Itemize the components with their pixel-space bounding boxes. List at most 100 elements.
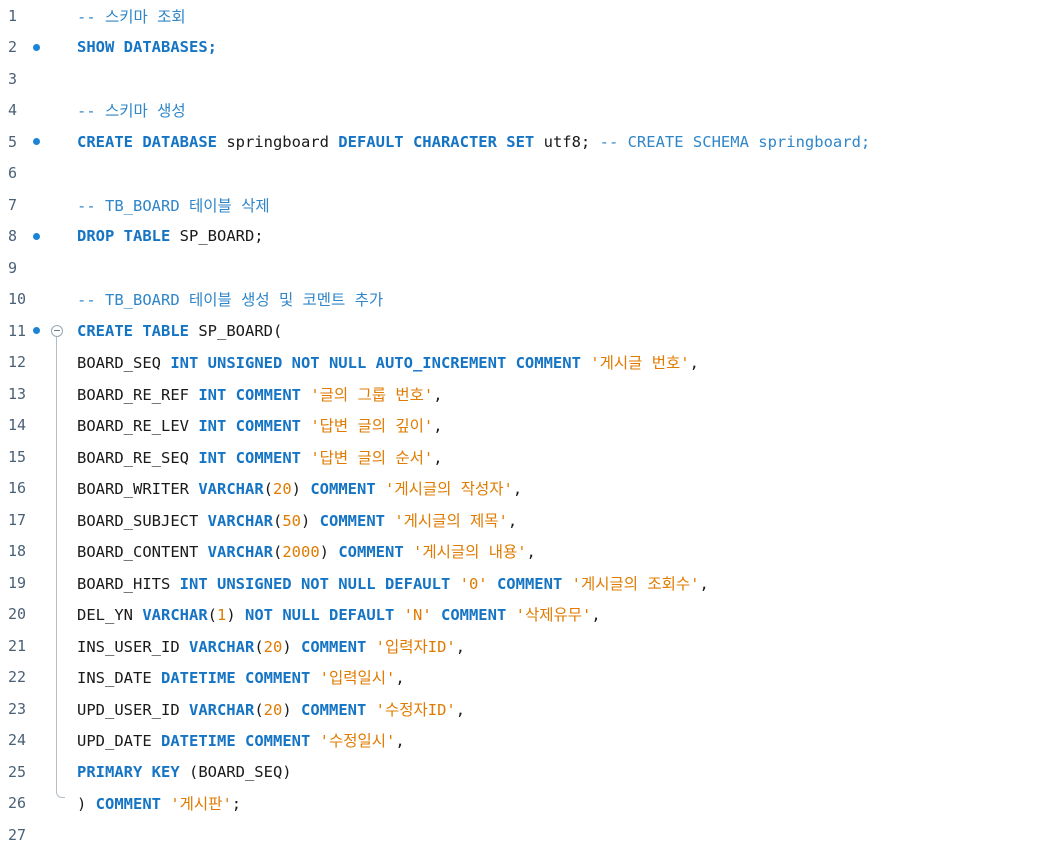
- code-text: BOARD_SEQ INT UNSIGNED NOT NULL AUTO_INC…: [77, 351, 699, 373]
- code-token: '게시판': [170, 795, 232, 814]
- line-number: 8: [8, 227, 18, 246]
- code-line[interactable]: 1 -- 스키마 조회: [0, 0, 1039, 32]
- line-number: 23: [8, 699, 27, 718]
- line-number: 5: [8, 132, 18, 151]
- code-token: '게시글 번호': [590, 354, 690, 373]
- line-number: 25: [8, 762, 27, 781]
- breakpoint-dot-icon[interactable]: [33, 43, 40, 51]
- code-text: BOARD_RE_REF INT COMMENT '글의 그룹 번호',: [77, 383, 443, 405]
- code-token: '게시글의 내용': [412, 543, 527, 562]
- code-token: VARCHAR: [207, 543, 273, 562]
- code-token: ): [301, 511, 320, 530]
- code-token: DATETIME COMMENT: [161, 732, 320, 751]
- line-number: 15: [8, 447, 27, 466]
- code-token: ,: [395, 732, 405, 751]
- code-token: BOARD_HITS: [77, 574, 180, 593]
- line-number: 24: [8, 731, 27, 750]
- line-number: 17: [8, 510, 27, 529]
- code-token: ): [282, 637, 301, 656]
- code-token: ,: [699, 574, 709, 593]
- code-text: BOARD_WRITER VARCHAR(20) COMMENT '게시글의 작…: [77, 477, 522, 499]
- code-token: BOARD_RE_LEV: [77, 417, 199, 436]
- code-line[interactable]: 26) COMMENT '게시판';: [0, 788, 1039, 820]
- code-token: 50: [282, 511, 301, 530]
- code-token: -- TB_BOARD 테이블 삭제: [77, 196, 270, 215]
- code-token: INS_USER_ID: [77, 637, 189, 656]
- line-number: 14: [8, 416, 27, 435]
- code-text: INS_DATE DATETIME COMMENT '입력일시',: [77, 666, 405, 688]
- code-line[interactable]: 7-- TB_BOARD 테이블 삭제: [0, 189, 1039, 221]
- code-token: INT UNSIGNED NOT NULL DEFAULT: [179, 574, 460, 593]
- code-token: -- 스키마 조회: [77, 7, 186, 26]
- fold-collapse-icon[interactable]: [51, 324, 63, 337]
- code-line[interactable]: 10-- TB_BOARD 테이블 생성 및 코멘트 추가: [0, 284, 1039, 316]
- code-token: SP_BOARD;: [179, 227, 264, 246]
- code-token: DEL_YN: [77, 606, 143, 625]
- code-token: DROP TABLE: [77, 227, 180, 246]
- code-token: BOARD_WRITER: [77, 480, 199, 499]
- code-token: ;: [231, 795, 242, 814]
- code-token: COMMENT: [301, 700, 376, 719]
- code-token: BOARD_RE_REF: [77, 385, 199, 404]
- breakpoint-dot-icon[interactable]: [33, 327, 40, 335]
- code-token: VARCHAR: [198, 480, 264, 499]
- code-token: INT UNSIGNED NOT NULL AUTO_INCREMENT COM…: [170, 354, 591, 373]
- code-line[interactable]: 16 BOARD_WRITER VARCHAR(20) COMMENT '게시글의…: [0, 473, 1039, 505]
- code-line[interactable]: 17 BOARD_SUBJECT VARCHAR(50) COMMENT '게시글…: [0, 504, 1039, 536]
- code-text: -- TB_BOARD 테이블 삭제: [77, 194, 270, 216]
- code-token: (: [254, 700, 264, 719]
- code-token: VARCHAR: [188, 700, 255, 719]
- code-token: '게시글의 조회수': [571, 574, 700, 593]
- code-line[interactable]: 4 -- 스키마 생성: [0, 95, 1039, 127]
- code-line[interactable]: 6: [0, 158, 1039, 190]
- line-number: 20: [8, 605, 27, 624]
- code-token: '수정자ID': [375, 700, 456, 719]
- line-number: 2: [8, 38, 18, 57]
- code-line[interactable]: 20 DEL_YN VARCHAR(1) NOT NULL DEFAULT 'N'…: [0, 599, 1039, 631]
- code-token: -- TB_BOARD 테이블 생성 및 코멘트 추가: [77, 291, 384, 310]
- code-line[interactable]: 3: [0, 63, 1039, 95]
- code-token: -- 스키마 생성: [77, 102, 186, 121]
- code-token: BOARD_SUBJECT: [77, 511, 208, 530]
- code-text: BOARD_SUBJECT VARCHAR(50) COMMENT '게시글의 …: [77, 509, 517, 531]
- code-token: '게시글의 작성자': [385, 480, 513, 499]
- line-number: 16: [8, 479, 27, 498]
- code-text: DEL_YN VARCHAR(1) NOT NULL DEFAULT 'N' C…: [77, 603, 601, 625]
- breakpoint-dot-icon[interactable]: [33, 232, 40, 240]
- code-token: ): [77, 795, 96, 814]
- code-token: ,: [591, 606, 601, 625]
- code-token: ,: [512, 480, 523, 499]
- code-token: (: [272, 543, 283, 562]
- code-token: NOT NULL DEFAULT: [245, 606, 404, 625]
- code-token: (: [263, 480, 273, 499]
- code-token: (: [254, 637, 264, 656]
- code-line[interactable]: 8 DROP TABLE SP_BOARD;: [0, 221, 1039, 253]
- code-token: BOARD_RE_SEQ: [77, 448, 199, 467]
- code-token: '0': [459, 574, 497, 593]
- breakpoint-dot-icon[interactable]: [33, 138, 40, 146]
- line-number: 4: [8, 101, 18, 120]
- code-line[interactable]: 9: [0, 252, 1039, 284]
- code-token: INS_DATE: [77, 669, 161, 688]
- line-number: 1: [8, 6, 18, 25]
- code-token: 2000: [282, 543, 320, 562]
- code-token: BOARD_CONTENT: [77, 543, 208, 562]
- code-token: PRIMARY KEY: [77, 762, 189, 781]
- code-line[interactable]: 27: [0, 819, 1039, 851]
- code-token: (: [272, 511, 283, 530]
